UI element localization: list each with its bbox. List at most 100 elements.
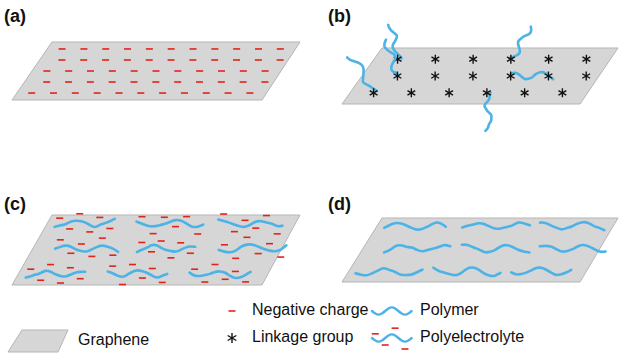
negative-charge — [80, 48, 87, 50]
polymer-chain — [384, 245, 450, 252]
panel-label: (c) — [4, 194, 26, 215]
legend-text: Polymer — [420, 301, 479, 319]
polymer-chain — [372, 334, 412, 341]
negative-charge — [58, 59, 65, 61]
negative-charge — [246, 92, 253, 94]
graphene-sheet — [12, 42, 300, 100]
negative-charge — [196, 81, 203, 83]
negative-charge — [277, 48, 284, 50]
graphene-sheet — [342, 48, 618, 104]
negative-charge — [124, 59, 131, 61]
negative-charge — [174, 70, 181, 72]
graphene-sheet — [12, 215, 300, 285]
negative-charge — [131, 81, 138, 83]
negative-charge — [211, 264, 218, 266]
negative-charge — [255, 59, 262, 61]
polymer-chain — [485, 93, 492, 131]
negative-charge — [131, 70, 138, 72]
linkage-group — [545, 72, 553, 81]
negative-charge — [158, 240, 165, 242]
negative-charge — [76, 213, 83, 215]
linkage-group — [483, 88, 491, 97]
negative-charge — [242, 281, 249, 283]
negative-charge — [102, 48, 109, 50]
negative-charge — [201, 281, 208, 283]
negative-charge — [149, 268, 156, 270]
negative-charge — [106, 228, 113, 230]
negative-charge — [129, 264, 136, 266]
negative-charge — [266, 243, 273, 245]
negative-charge — [153, 70, 160, 72]
legend-text: Polyelectrolyte — [420, 328, 524, 346]
negative-charge — [50, 92, 57, 94]
linkage-group — [521, 88, 529, 97]
polymer-chain — [55, 246, 118, 252]
linkage-group — [394, 72, 402, 81]
negative-charge — [152, 81, 159, 83]
negative-charge — [109, 254, 116, 256]
negative-charge — [161, 216, 168, 218]
linkage-group — [469, 72, 477, 81]
linkage-group — [545, 55, 553, 64]
negative-charge — [137, 92, 144, 94]
polymer-chain — [136, 220, 203, 227]
negative-charge — [232, 271, 239, 273]
polymer-chain — [384, 40, 398, 76]
polymer-chain — [462, 245, 529, 253]
legend-text: Graphene — [78, 331, 149, 349]
negative-charge — [218, 81, 225, 83]
negative-charge — [255, 48, 262, 50]
negative-charge — [109, 265, 116, 267]
linkage-group — [407, 88, 415, 97]
negative-charge — [80, 59, 87, 61]
negative-charge — [402, 348, 409, 350]
negative-charge — [59, 48, 66, 50]
negative-charge — [47, 264, 54, 266]
linkage-group — [469, 55, 477, 64]
polymer-chain — [462, 222, 530, 228]
negative-charge — [67, 267, 74, 269]
polymer-chain — [372, 307, 412, 314]
negative-charge — [28, 92, 35, 94]
negative-charge — [146, 48, 153, 50]
negative-charge — [233, 59, 240, 61]
negative-charge — [220, 213, 227, 215]
negative-charge — [392, 327, 399, 329]
polymer-chain — [384, 223, 445, 230]
linkage-group — [431, 72, 439, 81]
negative-charge — [261, 81, 268, 83]
linkage-group — [507, 72, 515, 81]
negative-charge — [138, 242, 145, 244]
linkage-group — [370, 88, 378, 97]
negative-charge — [196, 70, 203, 72]
negative-charge — [43, 81, 50, 83]
linkage-group — [583, 55, 591, 64]
polymer-chain — [137, 245, 195, 252]
negative-charge — [233, 48, 240, 50]
negative-charge — [211, 48, 218, 50]
negative-charge — [56, 217, 63, 219]
negative-charge — [218, 70, 225, 72]
polymer-chain — [540, 245, 606, 252]
negative-charge — [87, 81, 94, 83]
linkage-group — [228, 333, 237, 343]
linkage-group — [445, 88, 453, 97]
negative-charge — [243, 237, 250, 239]
negative-charge — [167, 257, 174, 259]
negative-charge — [109, 70, 116, 72]
negative-charge — [124, 48, 131, 50]
negative-charge — [159, 92, 166, 94]
linkage-group — [431, 55, 439, 64]
negative-charge — [382, 344, 389, 346]
negative-charge — [146, 59, 153, 61]
negative-charge — [109, 81, 116, 83]
negative-charge — [168, 48, 175, 50]
panel-label: (d) — [328, 194, 351, 215]
polymer-chain — [26, 271, 85, 278]
negative-charge — [37, 279, 44, 281]
negative-charge — [78, 243, 85, 245]
negative-charge — [159, 282, 166, 284]
negative-charge — [168, 59, 175, 61]
negative-charge — [262, 70, 269, 72]
